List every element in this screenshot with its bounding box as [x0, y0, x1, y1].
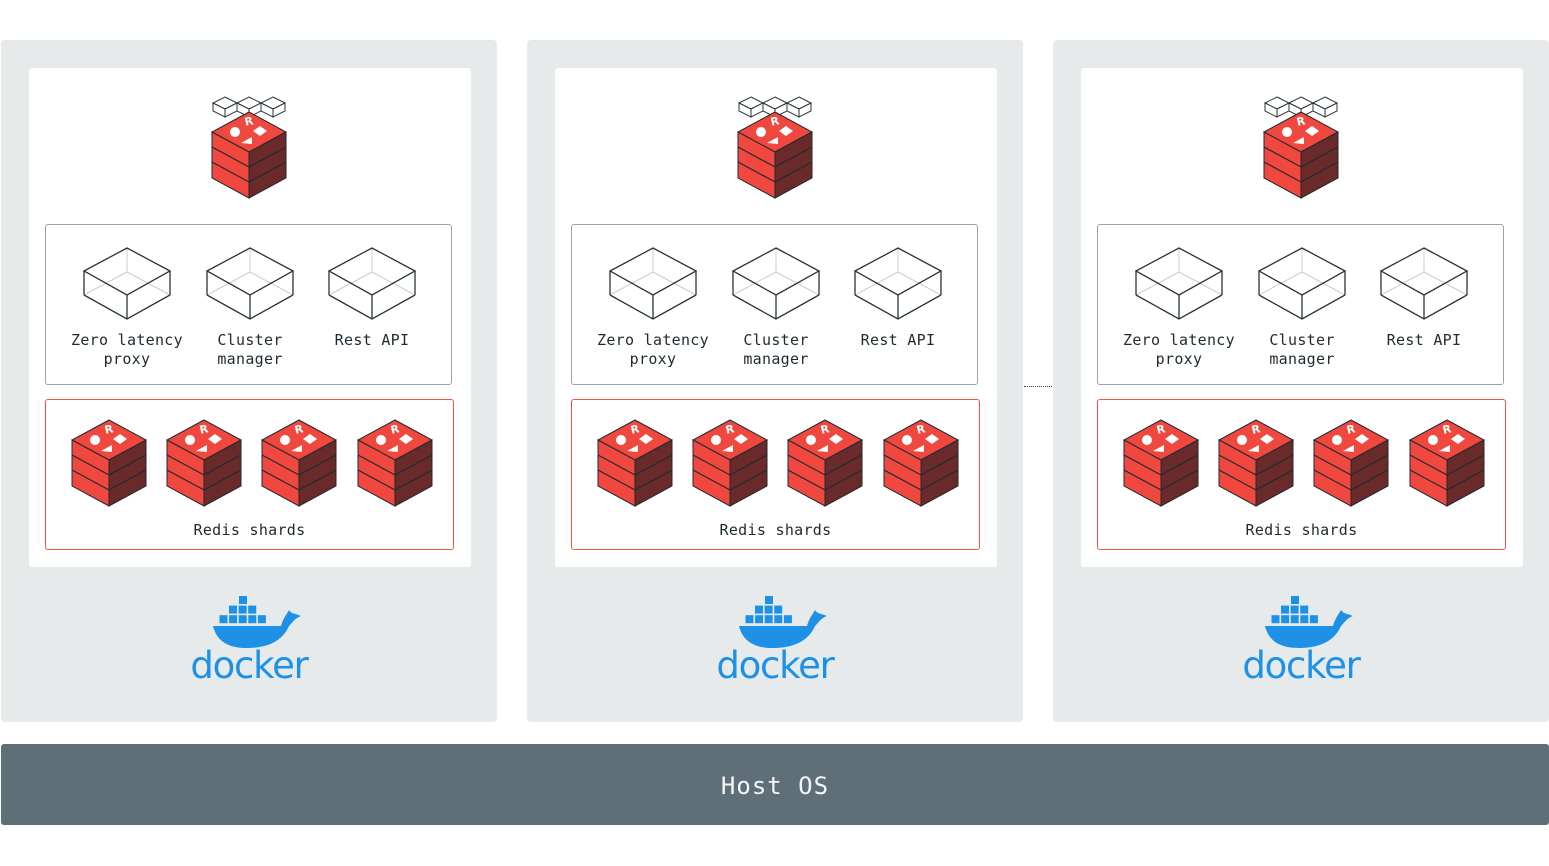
svg-text:R: R: [243, 114, 255, 129]
svg-text:R: R: [198, 422, 210, 437]
wireframe-box-icon: [310, 247, 434, 323]
service-rest-api: Rest API: [836, 247, 960, 350]
wireframe-box-icon: [65, 247, 189, 323]
redis-shard-icon: R: [691, 418, 769, 508]
svg-text:R: R: [103, 422, 115, 437]
redis-shard-icon: R: [1122, 418, 1200, 508]
redis-shards-label: Redis shards: [193, 521, 306, 539]
service-label: Rest API: [860, 331, 936, 349]
docker-whale-icon: [711, 596, 839, 656]
redis-shards-panel: R R R R Redis shards: [45, 399, 454, 550]
service-label: Rest API: [334, 331, 410, 349]
svg-text:R: R: [1295, 114, 1307, 129]
svg-text:R: R: [1345, 422, 1357, 437]
svg-text:R: R: [389, 422, 401, 437]
service-rest-api: Rest API: [310, 247, 434, 350]
svg-text:R: R: [293, 422, 305, 437]
redis-shard-icon: R: [596, 418, 674, 508]
wireframe-box-icon: [188, 247, 312, 323]
service-label: Rest API: [1386, 331, 1462, 349]
redis-enterprise-cube-icon: R: [209, 96, 289, 200]
docker-whale-icon: [185, 596, 313, 656]
wireframe-box-icon: [1362, 247, 1486, 323]
redis-shard-icon: R: [70, 418, 148, 508]
redis-shard-icon: R: [1217, 418, 1295, 508]
redis-shards-panel: R R R R Redis shards: [571, 399, 980, 550]
more-containers-ellipsis: [1024, 386, 1054, 387]
host-os-label: Host OS: [720, 772, 830, 800]
redis-shard-icon: R: [165, 418, 243, 508]
docker-logo: docker: [1237, 596, 1365, 688]
svg-text:R: R: [1155, 422, 1167, 437]
svg-text:R: R: [769, 114, 781, 129]
svg-text:R: R: [724, 422, 736, 437]
redis-enterprise-cube-icon: R: [735, 96, 815, 200]
redis-shards-panel: R R R R Redis shards: [1097, 399, 1506, 550]
svg-text:R: R: [819, 422, 831, 437]
docker-logo: docker: [185, 596, 313, 688]
docker-wordmark: docker: [716, 644, 835, 687]
redis-enterprise-cube-icon: R: [1261, 96, 1341, 200]
wireframe-box-icon: [1117, 247, 1241, 323]
redis-shard-icon: R: [882, 418, 960, 508]
redis-shard-icon: R: [1312, 418, 1390, 508]
wireframe-box-icon: [591, 247, 715, 323]
host-os-bar: Host OS: [1, 744, 1549, 825]
redis-shard-icon: R: [356, 418, 434, 508]
redis-shard-icon: R: [1408, 418, 1486, 508]
wireframe-box-icon: [1240, 247, 1364, 323]
wireframe-box-icon: [836, 247, 960, 323]
redis-shards-label: Redis shards: [1245, 521, 1358, 539]
svg-text:R: R: [629, 422, 641, 437]
svg-text:R: R: [1441, 422, 1453, 437]
redis-shards-label: Redis shards: [719, 521, 832, 539]
redis-shard-icon: R: [786, 418, 864, 508]
svg-text:R: R: [1250, 422, 1262, 437]
service-rest-api: Rest API: [1362, 247, 1486, 350]
docker-wordmark: docker: [190, 644, 309, 687]
wireframe-box-icon: [714, 247, 838, 323]
docker-logo: docker: [711, 596, 839, 688]
svg-text:R: R: [915, 422, 927, 437]
redis-shard-icon: R: [260, 418, 338, 508]
docker-whale-icon: [1237, 596, 1365, 656]
docker-wordmark: docker: [1242, 644, 1361, 687]
